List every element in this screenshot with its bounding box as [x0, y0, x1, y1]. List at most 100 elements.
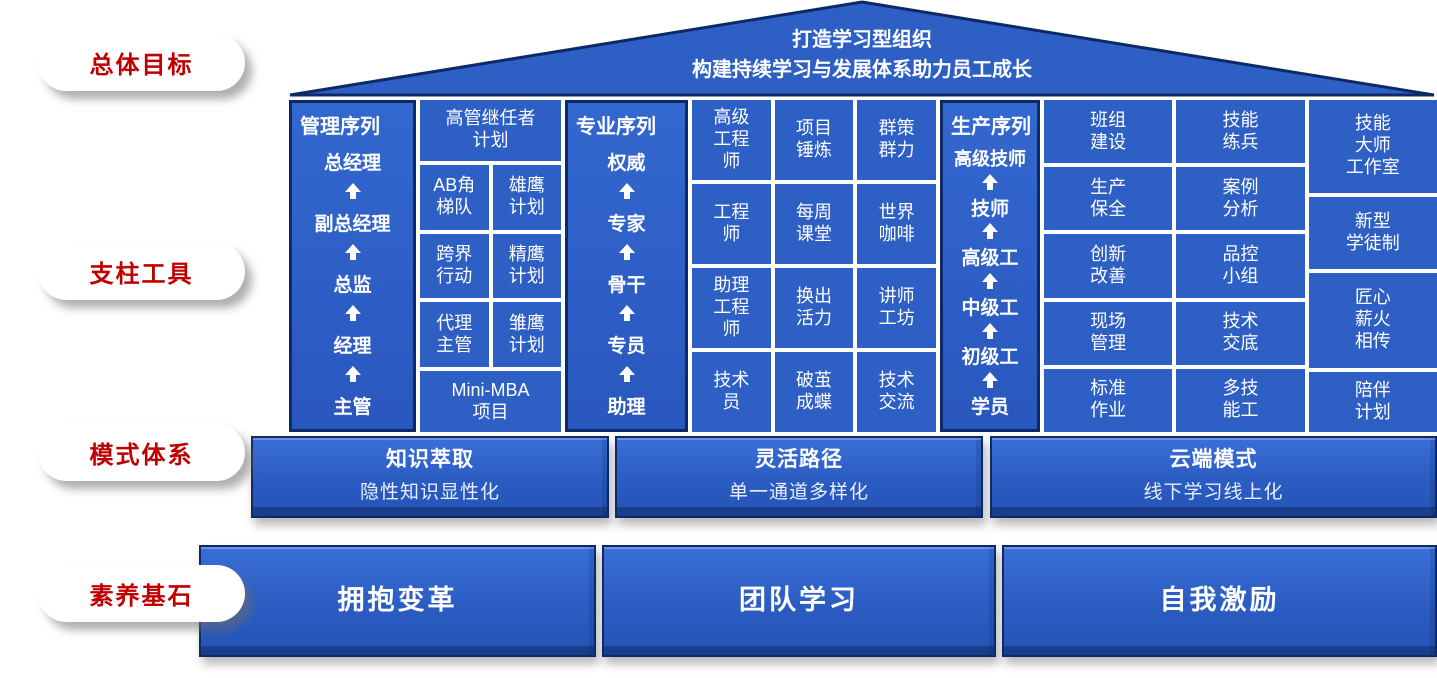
- professional-sequence-ladder: 专业序列 权威 专家 骨干 专员 助理: [565, 100, 688, 432]
- model-block-cloud-mode: 云端模式 线下学习线上化: [990, 436, 1437, 518]
- professional-tools-grid: 高级 工程 师 项目 锤炼 群策 群力 工程 师 每周 课堂 世界 咖啡 助理 …: [692, 100, 936, 432]
- management-ladder-title: 管理序列: [300, 116, 380, 138]
- program-cell: AB角 梯队: [420, 164, 489, 230]
- ladder-level: 初级工: [961, 347, 1019, 369]
- model-subtitle: 隐性知识显性化: [359, 481, 500, 503]
- ladder-level: 助理: [607, 396, 646, 418]
- up-arrow-icon: [982, 223, 998, 240]
- model-subtitle: 单一通道多样化: [728, 481, 869, 503]
- roof-triangle-shape: [289, 0, 1435, 97]
- tool-cell: 品控 小组: [1176, 234, 1305, 298]
- production-ladder-title: 生产序列: [951, 116, 1031, 138]
- program-cell: 高管继任者 计划: [420, 100, 561, 161]
- ladder-level: 经理: [333, 335, 372, 357]
- foundation-text: 自我激励: [1159, 584, 1280, 615]
- tool-cell: 技能 练兵: [1176, 100, 1305, 164]
- model-title: 云端模式: [1169, 447, 1258, 471]
- tool-cell: 创新 改善: [1044, 234, 1173, 298]
- tool-cell: 案例 分析: [1176, 167, 1305, 231]
- row-label-text: 总体目标: [89, 52, 194, 79]
- row-label-foundation: 素养基石: [38, 565, 245, 622]
- program-row: 代理 主管 雏鹰 计划: [420, 302, 561, 368]
- ladder-level: 总经理: [323, 152, 381, 174]
- tool-cell: 群策 群力: [857, 100, 936, 180]
- tool-cell: 多技 能工: [1176, 368, 1305, 433]
- ladder-level: 中级工: [961, 297, 1019, 319]
- ladder-level: 副总经理: [314, 213, 391, 235]
- program-cell: 跨界 行动: [420, 233, 489, 299]
- foundation-block-self-motivation: 自我激励: [1002, 545, 1437, 657]
- row-label-text: 支柱工具: [89, 261, 194, 288]
- ladder-level: 专员: [607, 335, 646, 357]
- ladder-level: 总监: [333, 274, 372, 296]
- model-title: 灵活路径: [755, 447, 843, 471]
- ladder-level: 高级工: [961, 248, 1019, 270]
- tool-cell: 匠心 薪火 相传: [1308, 273, 1437, 368]
- row-label-overall-goal: 总体目标: [38, 34, 245, 91]
- up-arrow-icon: [982, 322, 998, 340]
- row-label-pillar-tools: 支柱工具: [38, 243, 245, 300]
- tool-cell: 工程 师: [692, 184, 771, 264]
- ladder-level: 高级技师: [954, 149, 1026, 169]
- tool-cell: 技术 员: [692, 352, 771, 432]
- roof: 打造学习型组织 构建持续学习与发展体系助力员工成长: [287, 0, 1437, 97]
- program-cell: 雏鹰 计划: [492, 302, 561, 368]
- production-tools-col-3: 技能 大师 工作室 新型 学徒制 匠心 薪火 相传 陪伴 计划: [1308, 100, 1437, 432]
- tool-cell: 每周 课堂: [774, 184, 854, 264]
- up-arrow-icon: [982, 372, 998, 389]
- up-arrow-icon: [344, 183, 361, 200]
- production-tools-col-1: 班组 建设 生产 保全 创新 改善 现场 管理 标准 作业: [1044, 100, 1173, 433]
- program-row: 跨界 行动 精鹰 计划: [420, 233, 561, 299]
- up-arrow-icon: [344, 305, 361, 322]
- up-arrow-icon: [982, 173, 998, 191]
- program-cell: Mini-MBA 项目: [420, 371, 561, 432]
- tool-cell: 技术 交流: [857, 352, 936, 432]
- management-sequence-ladder: 管理序列 总经理 副总经理 总监 经理 主管: [289, 100, 416, 432]
- model-subtitle: 线下学习线上化: [1143, 481, 1284, 503]
- roof-title-line1: 打造学习型组织: [792, 29, 932, 51]
- ladder-level: 权威: [607, 152, 646, 174]
- program-row: AB角 梯队 雄鹰 计划: [420, 164, 561, 230]
- tool-cell: 生产 保全: [1044, 167, 1173, 231]
- program-cell: 代理 主管: [420, 302, 489, 368]
- foundation-block-team-learning: 团队学习: [602, 545, 996, 657]
- ladder-level: 技师: [970, 198, 1009, 220]
- tool-cell: 标准 作业: [1044, 368, 1173, 433]
- tool-cell: 世界 咖啡: [857, 184, 936, 264]
- professional-ladder-title: 专业序列: [576, 116, 656, 138]
- tool-cell: 陪伴 计划: [1308, 371, 1437, 432]
- management-programs-column: 高管继任者 计划 AB角 梯队 雄鹰 计划 跨界 行动 精鹰 计划 代理 主管 …: [420, 100, 561, 432]
- tool-cell: 现场 管理: [1044, 301, 1173, 365]
- model-title: 知识萃取: [386, 447, 474, 471]
- up-arrow-icon: [344, 244, 361, 261]
- up-arrow-icon: [618, 305, 635, 322]
- foundation-text: 拥抱变革: [337, 584, 458, 615]
- ladder-level: 主管: [333, 396, 372, 418]
- tool-cell: 技术 交底: [1176, 301, 1305, 365]
- program-cell: 雄鹰 计划: [492, 164, 561, 230]
- up-arrow-icon: [982, 272, 998, 290]
- roof-title: 打造学习型组织 构建持续学习与发展体系助力员工成长: [287, 25, 1437, 85]
- production-tools-grid: 班组 建设 生产 保全 创新 改善 现场 管理 标准 作业 技能 练兵 案例 分…: [1044, 100, 1437, 433]
- up-arrow-icon: [618, 183, 635, 200]
- foundation-block-embrace-change: 拥抱变革: [199, 545, 596, 657]
- tool-cell: 破茧 成蝶: [774, 352, 854, 432]
- model-block-flexible-path: 灵活路径 单一通道多样化: [615, 436, 983, 518]
- tool-cell: 技能 大师 工作室: [1308, 100, 1437, 193]
- roof-title-line2: 构建持续学习与发展体系助力员工成长: [692, 59, 1032, 81]
- foundation-text: 团队学习: [739, 584, 859, 615]
- ladder-level: 学员: [970, 396, 1009, 418]
- row-label-text: 素养基石: [89, 583, 194, 610]
- tool-cell: 班组 建设: [1044, 100, 1173, 164]
- row-label-model-system: 模式体系: [38, 424, 245, 481]
- tool-cell: 新型 学徒制: [1308, 196, 1437, 270]
- up-arrow-icon: [618, 366, 635, 383]
- tool-cell: 助理 工程 师: [692, 268, 771, 348]
- tool-cell: 换出 活力: [774, 268, 854, 348]
- ladder-level: 骨干: [607, 274, 646, 296]
- program-cell: 精鹰 计划: [492, 233, 561, 299]
- model-block-knowledge-extraction: 知识萃取 隐性知识显性化: [251, 436, 609, 518]
- production-ladder-head: 生产序列 高级技师: [946, 110, 1034, 171]
- tool-cell: 项目 锤炼: [774, 100, 854, 180]
